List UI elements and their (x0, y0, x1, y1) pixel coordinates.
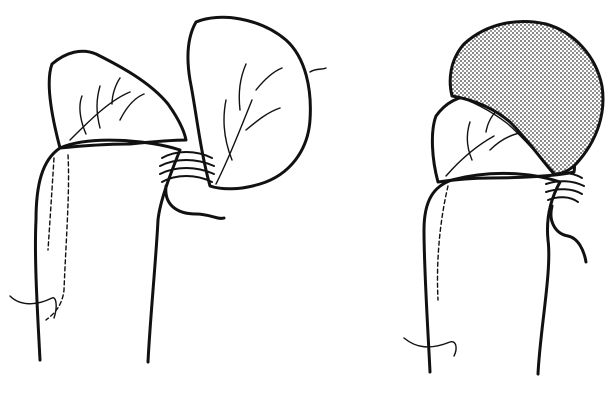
left-leaf-b-veins (216, 64, 282, 184)
left-leaf-tip (310, 68, 326, 72)
left-leaf-a-veins (70, 78, 144, 140)
left-leaf-a (49, 51, 186, 148)
left-panel (10, 17, 326, 362)
left-hook (166, 186, 224, 218)
right-coil (546, 173, 584, 202)
right-panel (404, 21, 603, 374)
left-stalk-outline (35, 140, 180, 362)
left-dashed-line-2 (48, 158, 54, 250)
right-hook (551, 206, 586, 262)
right-dashed-line (437, 186, 448, 300)
left-loop (10, 296, 56, 318)
right-shaded-cap (450, 21, 603, 174)
